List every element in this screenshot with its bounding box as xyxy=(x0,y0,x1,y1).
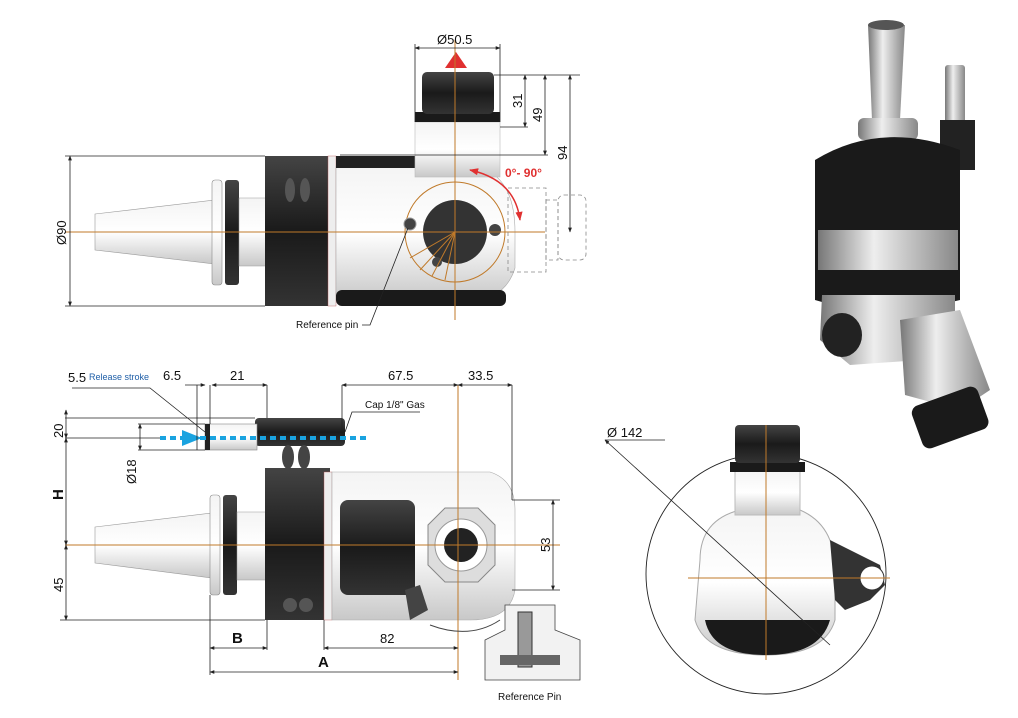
collet-nut xyxy=(422,72,494,114)
front-view: Ø 142 xyxy=(604,425,890,695)
dim-31: 31 xyxy=(510,94,525,108)
dim-21: 21 xyxy=(230,368,244,383)
dim-A: A xyxy=(318,654,329,671)
dim-94: 94 xyxy=(555,146,570,160)
collet-nut xyxy=(735,425,800,463)
reference-pin-label-side: Reference Pin xyxy=(498,692,561,703)
coolant-arrow-icon xyxy=(182,430,202,446)
top-view: Ø50.5 31 49 94 0°- 90° Ø90 Reference pin xyxy=(54,32,587,331)
dim-release-value: 5.5 xyxy=(68,370,86,385)
dim-20: 20 xyxy=(51,424,66,438)
swung-position-outline xyxy=(507,187,587,273)
cap-gas-label: Cap 1/8" Gas xyxy=(365,400,425,411)
rotation-arrow-icon xyxy=(469,168,523,221)
spindle-housing xyxy=(414,121,501,178)
dim-82: 82 xyxy=(380,631,394,646)
side-view: 5.5 Release stroke 6.5 21 67.5 33.5 Cap … xyxy=(50,368,581,703)
dim-33-5: 33.5 xyxy=(468,368,493,383)
graduated-scale xyxy=(327,155,337,307)
dim-swing-diameter: Ø 142 xyxy=(607,425,642,440)
reference-pin-detail xyxy=(429,604,581,681)
dim-49: 49 xyxy=(530,108,545,122)
dim-collet-diameter: Ø50.5 xyxy=(437,32,472,47)
dim-53: 53 xyxy=(538,538,553,552)
dim-H: H xyxy=(50,489,67,500)
dim-body-diameter: Ø90 xyxy=(54,220,69,245)
angle-range-label: 0°- 90° xyxy=(505,166,542,180)
release-stroke-label: Release stroke xyxy=(89,372,149,382)
reference-pin-label-top: Reference pin xyxy=(296,320,358,331)
dim-18: Ø18 xyxy=(124,459,139,484)
dim-6-5: 6.5 xyxy=(163,368,181,383)
angle-head-3d-render xyxy=(815,20,990,449)
triangle-marker-icon xyxy=(445,52,467,68)
dim-45: 45 xyxy=(51,578,66,592)
dim-67-5: 67.5 xyxy=(388,368,413,383)
dim-B: B xyxy=(232,630,243,647)
black-body xyxy=(265,156,335,306)
black-body xyxy=(265,468,330,620)
